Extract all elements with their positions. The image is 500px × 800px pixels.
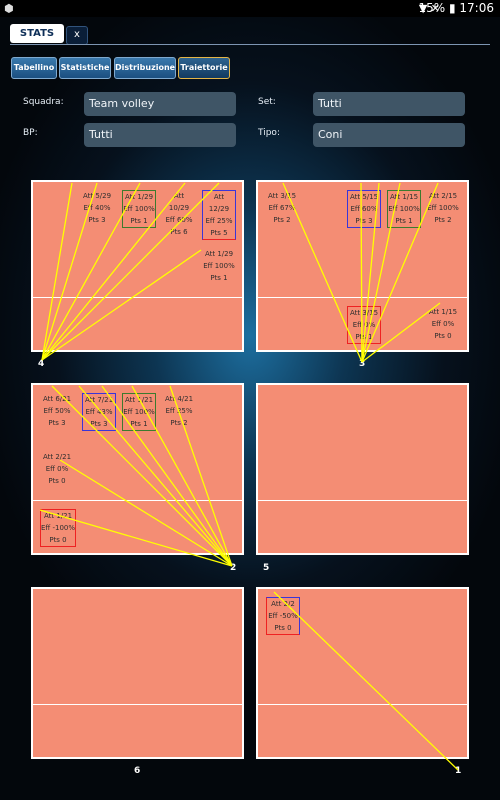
bp-label: BP:: [23, 128, 38, 138]
court-line: [258, 704, 467, 705]
set-select[interactable]: Tutti: [313, 92, 465, 116]
wifi-icon: ▼ ✕: [418, 2, 440, 15]
tipo-select[interactable]: Coni: [313, 123, 465, 147]
court-zone-6: [31, 587, 244, 759]
tab-traiettorie[interactable]: Traiettorie: [178, 57, 230, 79]
squadra-select[interactable]: Team volley: [84, 92, 236, 116]
court-line: [258, 500, 467, 501]
court-line: [258, 297, 467, 298]
zone-number: 2: [230, 563, 237, 573]
tab-tabellino[interactable]: Tabellino: [11, 57, 57, 79]
divider: [10, 44, 490, 45]
court-line: [33, 500, 242, 501]
clock: 17:06: [459, 1, 494, 15]
zone-number: 5: [263, 563, 270, 573]
status-right: 15% ▮ 17:06: [418, 1, 494, 15]
zone-number: 3: [359, 359, 366, 369]
status-bar: ⬢ ▼ ✕ 15% ▮ 17:06: [0, 0, 500, 17]
court-line: [33, 704, 242, 705]
zone-number: 6: [134, 766, 141, 776]
set-label: Set:: [258, 97, 276, 107]
tipo-label: Tipo:: [258, 128, 280, 138]
dropbox-icon: ⬢: [4, 2, 14, 15]
close-tab-button[interactable]: x: [66, 26, 88, 45]
battery-level: 15%: [418, 1, 446, 15]
squadra-label: Squadra:: [23, 97, 64, 107]
court-line: [33, 297, 242, 298]
tab-stats[interactable]: STATS: [10, 24, 64, 43]
zone-number: 4: [38, 359, 45, 369]
zone-number: 1: [455, 766, 462, 776]
bp-select[interactable]: Tutti: [84, 123, 236, 147]
tab-statistiche[interactable]: Statistiche: [59, 57, 111, 79]
battery-icon: ▮: [448, 1, 456, 15]
tab-distribuzione[interactable]: Distribuzione: [114, 57, 176, 79]
court-zone-5: [256, 383, 469, 555]
